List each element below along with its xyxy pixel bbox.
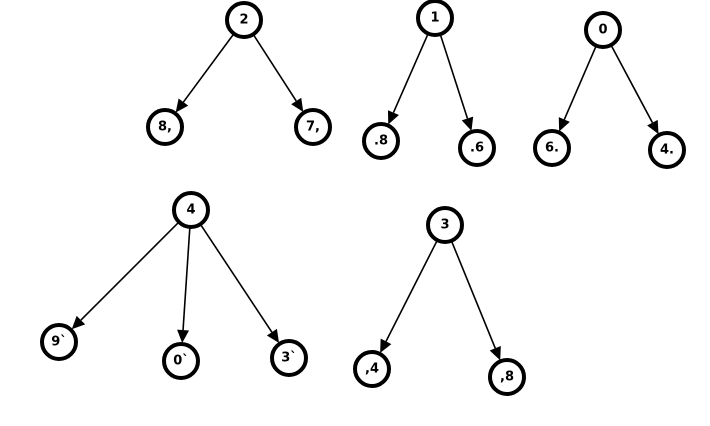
- node-circle: [362, 122, 400, 160]
- edge-line: [392, 34, 429, 113]
- tree-node-child-1-0: .8: [362, 122, 400, 160]
- node-label: 7,: [306, 120, 320, 135]
- arrow-head: [461, 116, 474, 131]
- edge-line: [563, 46, 597, 120]
- tree-node-root-3: 4: [172, 191, 210, 229]
- node-label: 8,: [158, 120, 172, 135]
- tree-node-child-3-2: 3`: [270, 339, 308, 377]
- arrow-head: [489, 346, 501, 361]
- tree-node-child-4-1: ,8: [488, 358, 526, 396]
- edge-line: [182, 34, 234, 103]
- node-label: 4.: [660, 143, 674, 158]
- node-circle: [488, 358, 526, 396]
- edge-2-1: [610, 45, 659, 135]
- tree-node-child-2-0: 6.: [533, 129, 571, 167]
- arrow-head: [380, 338, 392, 353]
- edge-4-1: [451, 241, 501, 361]
- node-circle: [270, 339, 308, 377]
- tree-node-child-1-1: .6: [458, 129, 496, 167]
- arrow-head: [291, 97, 304, 112]
- node-label: 3`: [281, 351, 297, 366]
- tree-node-child-0-1: 7,: [294, 108, 332, 146]
- edge-3-1: [177, 227, 191, 344]
- node-circle: [162, 342, 200, 380]
- edge-line: [385, 240, 438, 342]
- tree-node-root-2: 0: [584, 11, 622, 49]
- edge-line: [182, 227, 191, 331]
- node-label: 9`: [51, 335, 67, 350]
- node-circle: [353, 350, 391, 388]
- node-label: 0: [598, 23, 607, 38]
- node-circle: [458, 129, 496, 167]
- edge-3-2: [200, 224, 280, 343]
- tree-node-child-3-1: 0`: [162, 342, 200, 380]
- edge-0-1: [253, 34, 304, 112]
- arrow-head: [177, 329, 190, 344]
- edge-1-0: [387, 34, 429, 125]
- node-circle: [40, 323, 78, 361]
- node-label: .6: [470, 141, 484, 156]
- edge-4-0: [380, 240, 438, 353]
- edge-2-0: [558, 46, 597, 132]
- node-circle: [416, 0, 454, 37]
- edge-line: [200, 224, 273, 333]
- node-label: 2: [239, 13, 248, 28]
- edge-line: [451, 241, 497, 349]
- nodes-layer: 2 8, 7, 1 .8 .6 0 6. 4. 4 9` 0` 3` 3 ,4 ,8: [40, 0, 686, 396]
- tree-node-root-1: 1: [416, 0, 454, 37]
- tree-node-child-4-0: ,4: [353, 350, 391, 388]
- node-label: ,8: [500, 370, 514, 385]
- tree-node-child-0-0: 8,: [146, 108, 184, 146]
- edge-1-1: [439, 34, 474, 131]
- node-label: 4: [186, 203, 195, 218]
- tree-node-root-0: 2: [225, 1, 263, 39]
- arrow-head: [647, 119, 659, 135]
- node-circle: [146, 108, 184, 146]
- node-circle: [426, 206, 464, 244]
- edge-line: [253, 34, 297, 102]
- arrow-head: [387, 110, 399, 125]
- edge-0-0: [175, 34, 234, 113]
- node-label: .8: [374, 134, 388, 149]
- node-circle: [648, 131, 686, 169]
- edge-line: [80, 222, 179, 321]
- node-circle: [533, 129, 571, 167]
- arrow-head: [175, 98, 189, 113]
- node-circle: [584, 11, 622, 49]
- node-label: ,4: [365, 362, 379, 377]
- tree-node-child-2-1: 4.: [648, 131, 686, 169]
- node-circle: [225, 1, 263, 39]
- edge-3-0: [71, 222, 179, 330]
- arrow-head: [266, 328, 280, 343]
- arrow-head: [558, 117, 570, 132]
- node-circle: [294, 108, 332, 146]
- tree-node-child-3-0: 9`: [40, 323, 78, 361]
- edge-line: [610, 45, 654, 124]
- edge-line: [439, 34, 469, 119]
- node-label: 6.: [545, 141, 559, 156]
- node-label: 0`: [173, 354, 189, 369]
- edges-layer: [71, 34, 659, 361]
- arrow-head: [71, 315, 86, 330]
- node-label: 3: [440, 218, 449, 233]
- tree-node-root-4: 3: [426, 206, 464, 244]
- node-circle: [172, 191, 210, 229]
- node-label: 1: [430, 11, 439, 26]
